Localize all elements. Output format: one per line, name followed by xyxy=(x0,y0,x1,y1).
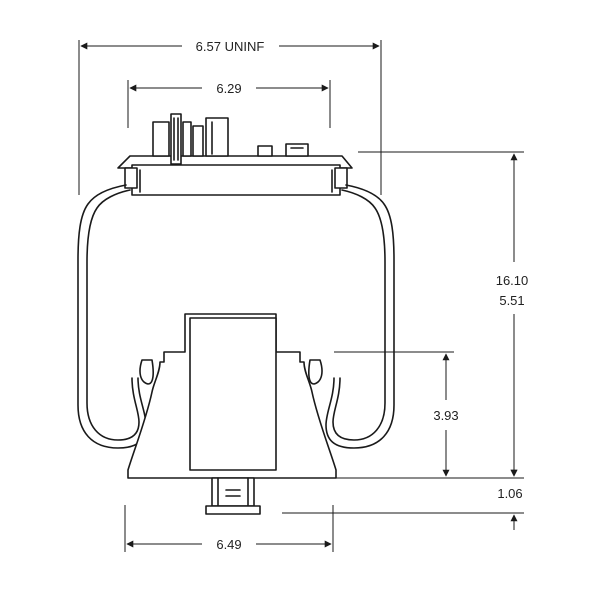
piston xyxy=(127,313,337,479)
label-bottom-width: 6.49 xyxy=(216,537,241,552)
bellow-inner xyxy=(86,189,386,441)
dim-piston-height xyxy=(334,351,454,477)
label-top-width: 6.57 UNINF xyxy=(196,39,265,54)
dim-plate-width xyxy=(127,80,331,128)
dim-bottom-width xyxy=(124,505,334,552)
label-stud-length: 1.06 xyxy=(497,486,522,501)
bottom-stud xyxy=(205,477,261,515)
dim-top-width xyxy=(78,40,382,195)
bead-plate xyxy=(117,155,353,196)
mounting-stud-top xyxy=(257,143,309,157)
label-height-min: 5.51 xyxy=(499,293,524,308)
label-plate-width: 6.29 xyxy=(216,81,241,96)
air-fitting xyxy=(152,113,229,165)
label-height-max: 16.10 xyxy=(496,273,529,288)
dim-height xyxy=(336,151,524,479)
dim-stud-length xyxy=(282,462,524,530)
label-piston-height: 3.93 xyxy=(433,408,458,423)
